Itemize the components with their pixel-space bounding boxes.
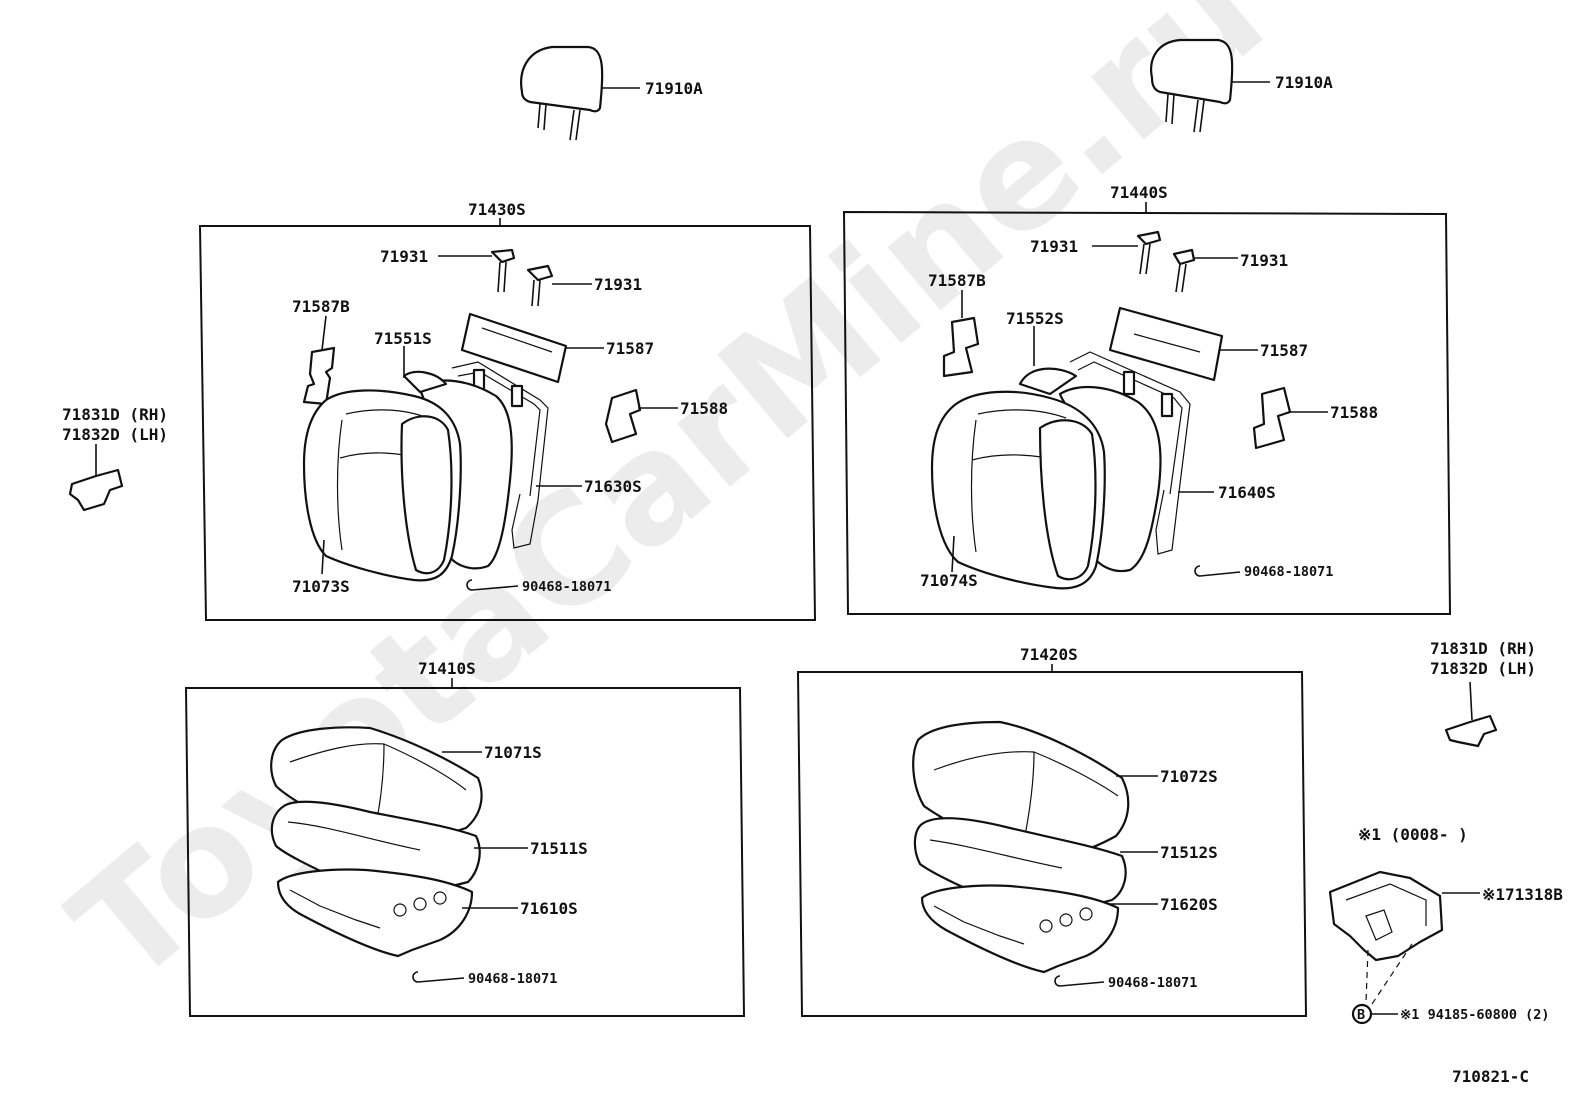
label-frame-left: 71630S bbox=[584, 477, 642, 496]
hinge-right bbox=[1444, 681, 1498, 748]
label-bracket-bolt: ※1 94185-60800 (2) bbox=[1400, 1007, 1549, 1023]
drawing-code: 710821-C bbox=[1452, 1067, 1529, 1086]
cover-right-side-left bbox=[604, 388, 678, 444]
label-cushion-pad-left: 71511S bbox=[530, 839, 588, 858]
label-cushion-frame-right: 71620S bbox=[1160, 895, 1218, 914]
label-support-left-b: 71931 bbox=[594, 275, 642, 294]
label-cover-b-right: 71587B bbox=[928, 271, 986, 290]
hinge-left bbox=[68, 444, 124, 512]
label-bracket-part: ※171318B bbox=[1482, 885, 1563, 904]
support-left-b bbox=[526, 264, 592, 307]
label-clip-left-back: 90468-18071 bbox=[522, 579, 611, 595]
label-cushion-cover-left: 71071S bbox=[484, 743, 542, 762]
cover-right-side-right bbox=[1252, 386, 1328, 450]
label-hinge-left-rh: 71831D (RH) bbox=[62, 405, 168, 424]
cushion-frame-right bbox=[920, 884, 1158, 974]
label-right-back-assembly: 71440S bbox=[1110, 183, 1168, 202]
clip-right-back bbox=[1194, 565, 1241, 577]
label-hinge-right-rh: 71831D (RH) bbox=[1430, 639, 1536, 658]
left-back-assembly-box bbox=[198, 225, 817, 621]
label-panel-left: 71587 bbox=[606, 339, 654, 358]
label-cover-right: 71588 bbox=[1330, 403, 1378, 422]
cover-b-right bbox=[942, 290, 980, 378]
support-left-a bbox=[438, 248, 516, 293]
headrest-left bbox=[520, 45, 640, 141]
bolt-symbol: B bbox=[1351, 1003, 1398, 1025]
label-right-cushion-assembly: 71420S bbox=[1020, 645, 1078, 664]
support-right-b bbox=[1172, 248, 1238, 293]
clip-left-cushion bbox=[412, 971, 465, 983]
label-bracket-note: ※1 (0008- ) bbox=[1358, 825, 1468, 844]
label-back-cover-left: 71073S bbox=[292, 577, 350, 596]
label-cover-b-left: 71587B bbox=[292, 297, 350, 316]
frame-left bbox=[451, 361, 582, 549]
label-clip-right-back: 90468-18071 bbox=[1244, 564, 1333, 580]
label-headrest-left: 71910A bbox=[645, 79, 703, 98]
headrest-right bbox=[1150, 38, 1270, 133]
label-back-cover-right: 71074S bbox=[920, 571, 978, 590]
back-cover-right bbox=[930, 390, 1106, 590]
label-cover-left: 71588 bbox=[680, 399, 728, 418]
label-left-cushion-assembly: 71410S bbox=[418, 659, 476, 678]
support-right-a bbox=[1092, 230, 1162, 275]
right-back-assembly-box bbox=[842, 210, 1452, 615]
label-support-left-a: 71931 bbox=[380, 247, 428, 266]
frame-right bbox=[1069, 351, 1214, 555]
bolt-symbol-letter: B bbox=[1357, 1007, 1365, 1023]
clip-right-cushion bbox=[1054, 975, 1105, 987]
label-hinge-left-lh: 71832D (LH) bbox=[62, 425, 168, 444]
label-support-right-b: 71931 bbox=[1240, 251, 1288, 270]
bracket-71318B bbox=[1328, 870, 1480, 1005]
clip-left-back bbox=[466, 579, 519, 591]
label-frame-right: 71640S bbox=[1218, 483, 1276, 502]
label-clip-right-cushion: 90468-18071 bbox=[1108, 975, 1197, 991]
panel-right bbox=[1108, 306, 1258, 382]
label-pad-right: 71552S bbox=[1006, 309, 1064, 328]
label-left-back-assembly: 71430S bbox=[468, 200, 526, 219]
label-cushion-pad-right: 71512S bbox=[1160, 843, 1218, 862]
panel-left bbox=[460, 312, 604, 384]
right-cushion-assembly-box bbox=[796, 671, 1308, 1017]
left-cushion-assembly-box bbox=[184, 687, 746, 1017]
label-hinge-right-lh: 71832D (LH) bbox=[1430, 659, 1536, 678]
cover-b-left bbox=[302, 315, 336, 406]
label-panel-right: 71587 bbox=[1260, 341, 1308, 360]
label-pad-left: 71551S bbox=[374, 329, 432, 348]
label-support-right-a: 71931 bbox=[1030, 237, 1078, 256]
label-cushion-frame-left: 71610S bbox=[520, 899, 578, 918]
label-cushion-cover-right: 71072S bbox=[1160, 767, 1218, 786]
label-headrest-right: 71910A bbox=[1275, 73, 1333, 92]
label-clip-left-cushion: 90468-18071 bbox=[468, 971, 557, 987]
cushion-frame-left bbox=[276, 868, 518, 958]
back-cover-left bbox=[302, 389, 462, 582]
